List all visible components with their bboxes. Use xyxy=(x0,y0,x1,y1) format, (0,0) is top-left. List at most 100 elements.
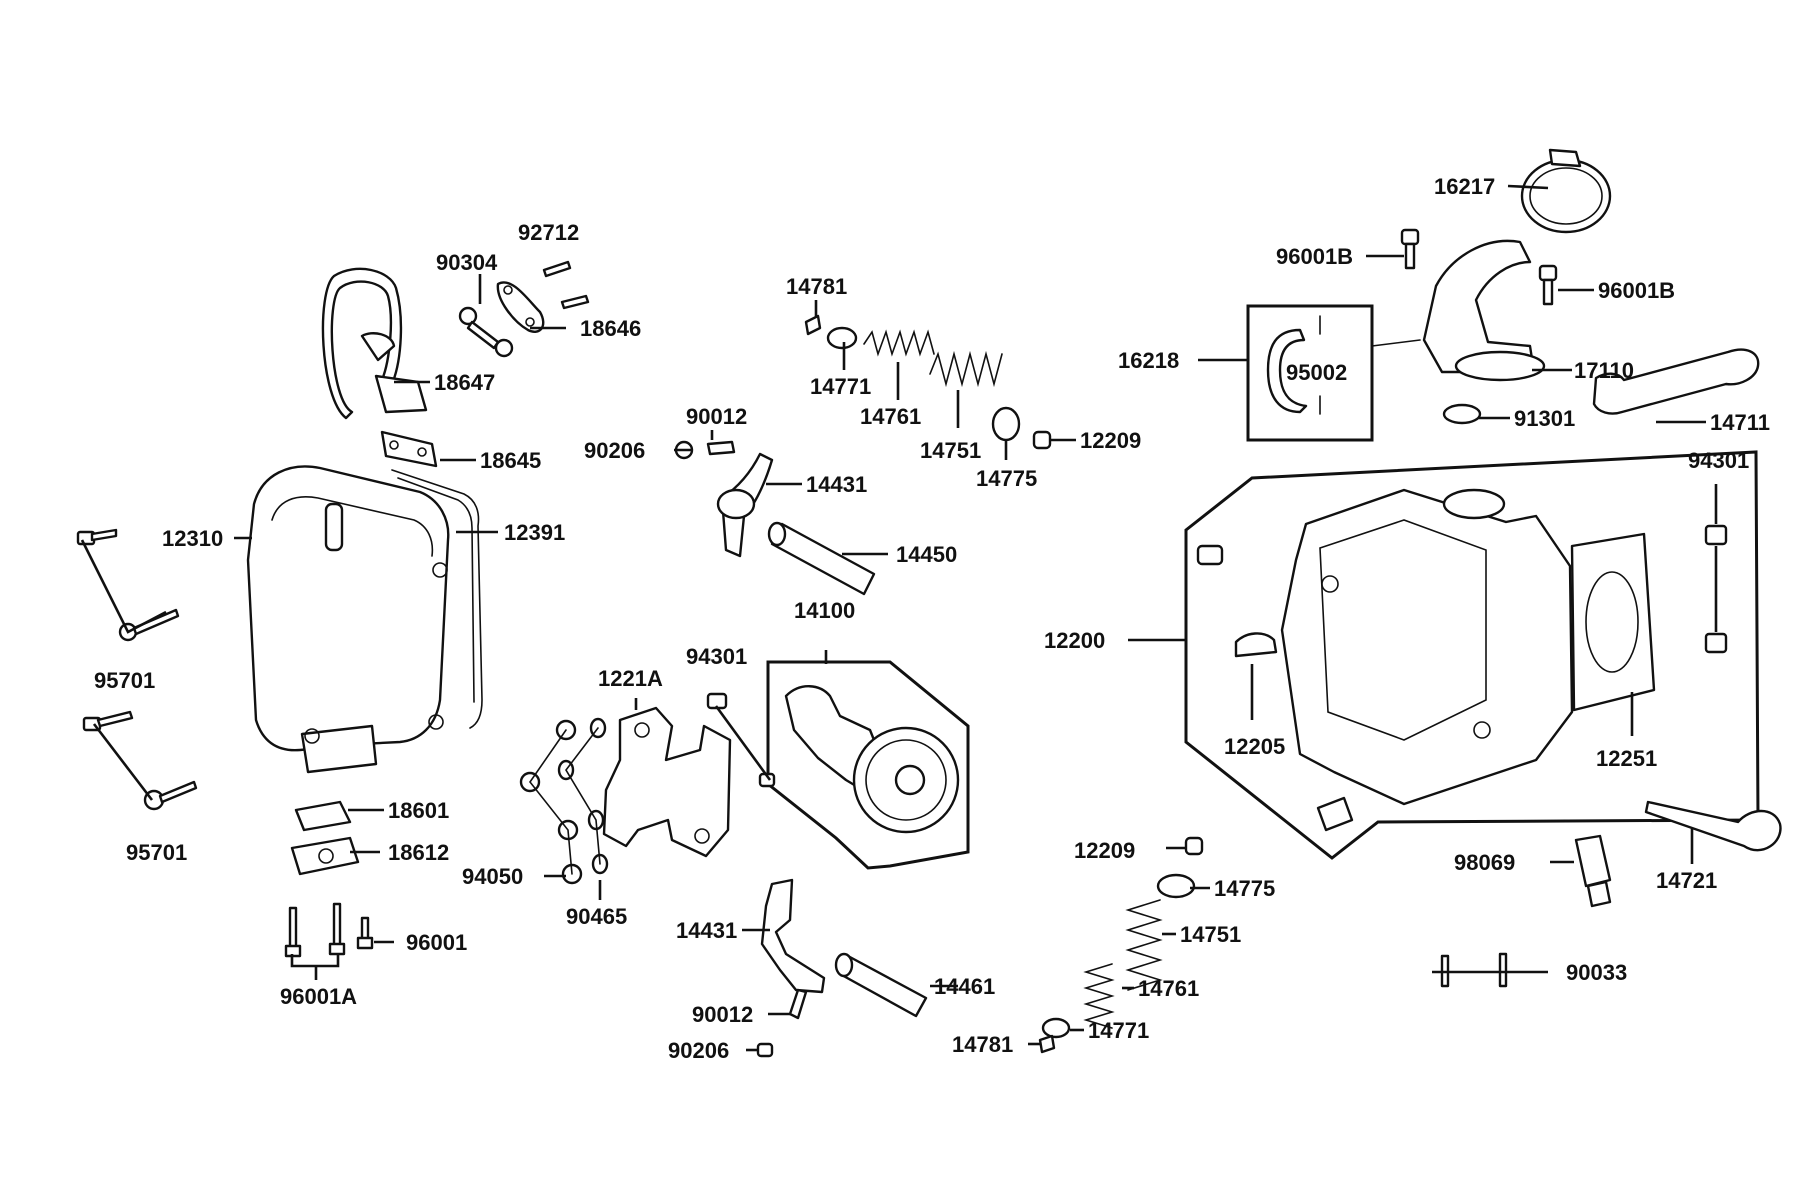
head-cover-gasket xyxy=(391,469,483,729)
label-14461: 14461 xyxy=(934,974,995,999)
label-18646: 18646 xyxy=(580,316,641,341)
label-14781-bottom: 14781 xyxy=(952,1032,1013,1057)
label-96001B-right: 96001B xyxy=(1598,278,1675,303)
stud-90033 xyxy=(1440,952,1508,988)
valve-seal-top xyxy=(1032,430,1052,450)
spring-seat-bottom xyxy=(1156,873,1196,899)
stud-pair xyxy=(542,260,590,310)
label-95002: 95002 xyxy=(1286,360,1347,385)
label-14721: 14721 xyxy=(1656,868,1717,893)
label-18645: 18645 xyxy=(480,448,541,473)
label-1221A: 1221A xyxy=(598,666,663,691)
label-16218: 16218 xyxy=(1118,348,1179,373)
rocker-shaft-bottom xyxy=(834,952,928,1018)
nut-washer-set xyxy=(519,717,609,885)
camshaft xyxy=(766,660,970,870)
label-14711: 14711 xyxy=(1710,410,1770,435)
label-92712: 92712 xyxy=(518,220,579,245)
intake-manifold xyxy=(1422,239,1546,382)
label-95701-lower: 95701 xyxy=(126,840,187,865)
leader-lines xyxy=(80,184,1718,1052)
label-94050: 94050 xyxy=(462,864,523,889)
label-18601: 18601 xyxy=(388,798,449,823)
label-14450: 14450 xyxy=(896,542,957,567)
bolt-96001A-set xyxy=(284,902,346,958)
manifold-bolt-left xyxy=(1400,228,1420,270)
label-96001B-left: 96001B xyxy=(1276,244,1353,269)
label-12209-bottom: 12209 xyxy=(1074,838,1135,863)
label-95701-upper: 95701 xyxy=(94,668,155,693)
label-90206-bottom: 90206 xyxy=(668,1038,729,1063)
label-14781-top: 14781 xyxy=(786,274,847,299)
label-18647: 18647 xyxy=(434,370,495,395)
intake-clamp xyxy=(1520,148,1612,234)
label-14751-bottom: 14751 xyxy=(1180,922,1241,947)
dowel-94301-right xyxy=(1704,524,1728,654)
inner-spring-bottom xyxy=(1083,963,1115,1029)
valve-keeper-bottom xyxy=(1038,1034,1056,1054)
label-12205: 12205 xyxy=(1224,734,1285,759)
vacuum-hose-box xyxy=(1246,304,1421,442)
fitting-bottom-head xyxy=(1316,796,1354,832)
label-94301-right: 94301 xyxy=(1688,448,1749,473)
label-14431-top: 14431 xyxy=(806,472,867,497)
label-96001A: 96001A xyxy=(280,984,357,1009)
bolt-90304 xyxy=(458,306,514,358)
manifold-bolt-right xyxy=(1538,264,1558,306)
outer-spring-top xyxy=(929,350,1003,388)
cylinder-head xyxy=(1184,450,1760,860)
cylinder-head-cover xyxy=(246,465,450,774)
rocker-shaft-top xyxy=(767,521,876,596)
label-14100: 14100 xyxy=(794,598,855,623)
rocker-arm-bottom xyxy=(760,878,826,994)
label-14771-bottom: 14771 xyxy=(1088,1018,1149,1043)
adjust-screw-top xyxy=(706,440,736,456)
plug-12205 xyxy=(1234,632,1278,658)
inner-spring-top xyxy=(863,329,935,357)
dowel-94301-center xyxy=(706,692,776,788)
spring-retainer-top xyxy=(826,326,858,350)
label-14771-top: 14771 xyxy=(810,374,871,399)
label-12209-top: 12209 xyxy=(1080,428,1141,453)
label-14751-top: 14751 xyxy=(920,438,981,463)
label-96001: 96001 xyxy=(406,930,467,955)
intake-valve xyxy=(1644,800,1782,852)
breather-pipe xyxy=(321,267,428,420)
valve-keeper-top xyxy=(804,314,822,336)
label-12251: 12251 xyxy=(1596,746,1657,771)
cover-plate-18612 xyxy=(290,836,360,876)
label-90033: 90033 xyxy=(1566,960,1627,985)
valve-seal-bottom xyxy=(1184,836,1204,856)
rocker-arm-top xyxy=(716,452,774,558)
label-14775-bottom: 14775 xyxy=(1214,876,1275,901)
part-labels: 16217 96001B 96001B 16218 95002 17110 91… xyxy=(94,174,1770,1063)
outer-spring-bottom xyxy=(1125,899,1163,991)
adjust-screw-bottom xyxy=(788,988,808,1020)
label-14761-top: 14761 xyxy=(860,404,921,429)
reed-plate-18601 xyxy=(294,800,352,832)
bolt-96001 xyxy=(356,916,374,950)
bolt-95701-lower xyxy=(82,710,198,811)
label-90465: 90465 xyxy=(566,904,627,929)
label-18612: 18612 xyxy=(388,840,449,865)
label-14761-bottom: 14761 xyxy=(1138,976,1199,1001)
fitting-left-head xyxy=(1196,544,1224,566)
label-94301-center: 94301 xyxy=(686,644,747,669)
lock-nut-bottom xyxy=(756,1042,774,1058)
label-14775-top: 14775 xyxy=(976,466,1037,491)
gasket-plate xyxy=(380,430,438,468)
label-17110: 17110 xyxy=(1574,358,1634,383)
spring-retainer-bottom xyxy=(1041,1017,1071,1039)
label-98069: 98069 xyxy=(1454,850,1515,875)
label-16217: 16217 xyxy=(1434,174,1495,199)
spring-seat-top xyxy=(991,406,1021,442)
label-14431-bottom: 14431 xyxy=(676,918,737,943)
label-12391: 12391 xyxy=(504,520,565,545)
o-ring-91301 xyxy=(1442,403,1482,425)
spark-plug xyxy=(1574,834,1612,908)
label-12200: 12200 xyxy=(1044,628,1105,653)
label-91301: 91301 xyxy=(1514,406,1575,431)
label-90304: 90304 xyxy=(436,250,498,275)
